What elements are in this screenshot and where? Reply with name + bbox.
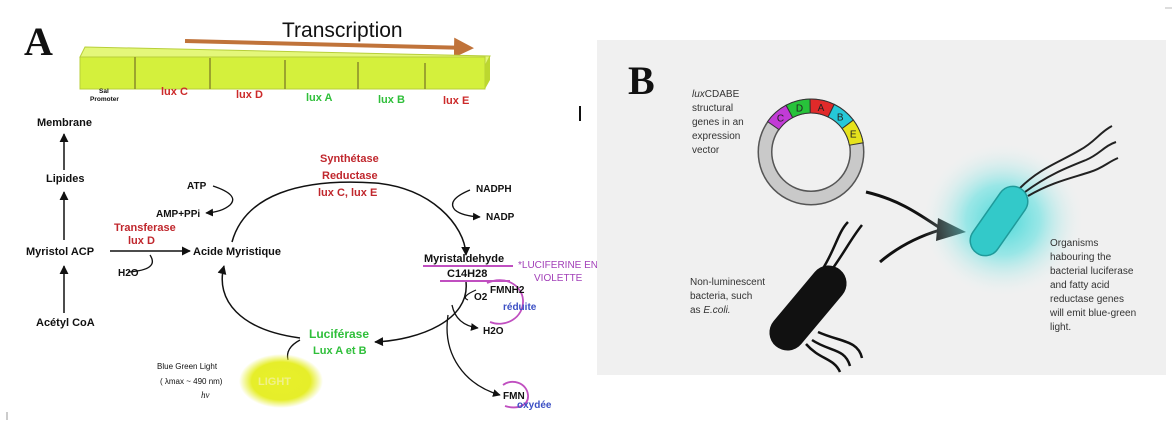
promoter-label-2: Promoter	[90, 96, 119, 103]
lipides-label: Lipides	[46, 173, 85, 185]
plasmid-segment-label-b: B	[837, 113, 844, 124]
nonluminescent-body	[769, 265, 847, 351]
nonlum-label-3: as E.coli.	[690, 305, 731, 316]
light-label: LIGHT	[258, 376, 291, 388]
gene-lux-e: lux E	[443, 95, 469, 107]
glowing-bacterium-body	[969, 185, 1029, 257]
luciferine-note-2: VIOLETTE	[534, 273, 583, 284]
hv-label: hν	[201, 390, 210, 400]
promoter-label-1: Sal	[99, 88, 109, 95]
lambda-label: ( λmax ~ 490 nm)	[160, 377, 223, 386]
plasmid-label-4: expression	[692, 131, 740, 142]
glowing-bacterium	[969, 125, 1119, 257]
panel-a-letter: A	[24, 19, 53, 64]
h2o-left-label: H2O	[118, 268, 139, 279]
panel-b: B luxCDABE structural genes in an expres…	[597, 40, 1166, 375]
panel-a: A Transcription Sal Promoter lux C lux D…	[24, 19, 598, 411]
fmn-bubble	[502, 381, 529, 409]
plasmid-label-2: structural	[692, 103, 733, 114]
fmnh2-bubble	[486, 279, 524, 325]
light-glow	[239, 354, 323, 408]
transferase-label: Transferase	[114, 222, 176, 234]
org-label-4: and fatty acid	[1050, 280, 1109, 291]
synthetase-label: Synthétase	[320, 153, 379, 165]
cycle-arc-right	[374, 281, 467, 347]
gene-lux-b: lux B	[378, 94, 405, 106]
nonlum-label-2: bacteria, such	[690, 291, 752, 302]
plasmid-segment-e	[841, 119, 864, 146]
atp-label: ATP	[187, 181, 207, 192]
org-label-3: bacterial luciferase	[1050, 266, 1134, 277]
amp-ppi-label: AMP+PPi	[156, 209, 200, 220]
acide-myristique-label: Acide Myristique	[193, 246, 281, 258]
lux-c-e-label: lux C, lux E	[318, 187, 377, 199]
luciferine-note-1: *LUCIFERINE EN	[518, 260, 598, 271]
gene-lux-a: lux A	[306, 92, 333, 104]
acetyl-coa-label: Acétyl CoA	[36, 317, 95, 329]
org-label-7: light.	[1050, 322, 1071, 333]
org-label-2: habouring the	[1050, 252, 1112, 263]
h2o-right-arrow	[451, 304, 479, 331]
nonlum-label-1: Non-luminescent	[690, 277, 765, 288]
fmn-label: FMN	[503, 391, 525, 402]
gene-lux-c: lux C	[161, 86, 188, 98]
myristaldehyde-label: Myristaldehyde	[424, 253, 504, 265]
blue-green-light-label: Blue Green Light	[157, 362, 218, 371]
plasmid-label-1: luxCDABE	[692, 89, 740, 100]
transcription-label: Transcription	[282, 19, 403, 42]
membrane-label: Membrane	[37, 117, 92, 129]
plasmid-segment-label-e: E	[850, 130, 857, 141]
operon-bar-side	[485, 56, 490, 89]
o2-branch	[464, 289, 477, 301]
plasmid-segments: C D A BE	[766, 98, 864, 146]
lux-d-label: lux D	[128, 235, 155, 247]
org-label-1: Organisms	[1050, 238, 1098, 249]
atp-amp-arrow	[205, 185, 234, 217]
h2o-right-label: H2O	[483, 326, 504, 337]
h2o-branch	[127, 254, 154, 273]
plasmid-label-3: genes in an	[692, 117, 744, 128]
panel-b-letter: B	[628, 58, 655, 103]
operon-bar-front	[79, 56, 486, 90]
org-label-5: reductase genes	[1050, 294, 1124, 305]
plasmid-segment-label-c: C	[777, 114, 784, 125]
transcription-arrow	[184, 37, 474, 58]
luciferase-label: Luciférase	[309, 327, 369, 341]
plasmid-segment-label-d: D	[796, 103, 803, 114]
operon-bar	[79, 46, 491, 90]
o2-label: O2	[474, 292, 488, 303]
c14h28-label: C14H28	[447, 268, 487, 280]
fmnh2-label: FMNH2	[490, 285, 525, 296]
reduite-label: réduite	[503, 302, 537, 313]
cycle-arc-left	[217, 265, 301, 339]
myristol-acp-label: Myristol ACP	[26, 246, 94, 258]
lux-a-b-label: Lux A et B	[313, 345, 367, 357]
nadph-nadp-arrow	[451, 189, 481, 221]
plasmid-label-5: vector	[692, 145, 720, 156]
nadph-label: NADPH	[476, 184, 512, 195]
plasmid-segment-label-a: A	[818, 103, 825, 114]
cycle-arc-top	[231, 181, 471, 256]
org-label-6: will emit blue-green	[1049, 308, 1136, 319]
oxydee-label: oxydée	[517, 400, 552, 411]
reductase-label: Reductase	[322, 170, 378, 182]
nadp-label: NADP	[486, 212, 515, 223]
gene-lux-d: lux D	[236, 89, 263, 101]
nonluminescent-bacterium	[769, 221, 864, 373]
fmn-arrow	[446, 314, 501, 397]
